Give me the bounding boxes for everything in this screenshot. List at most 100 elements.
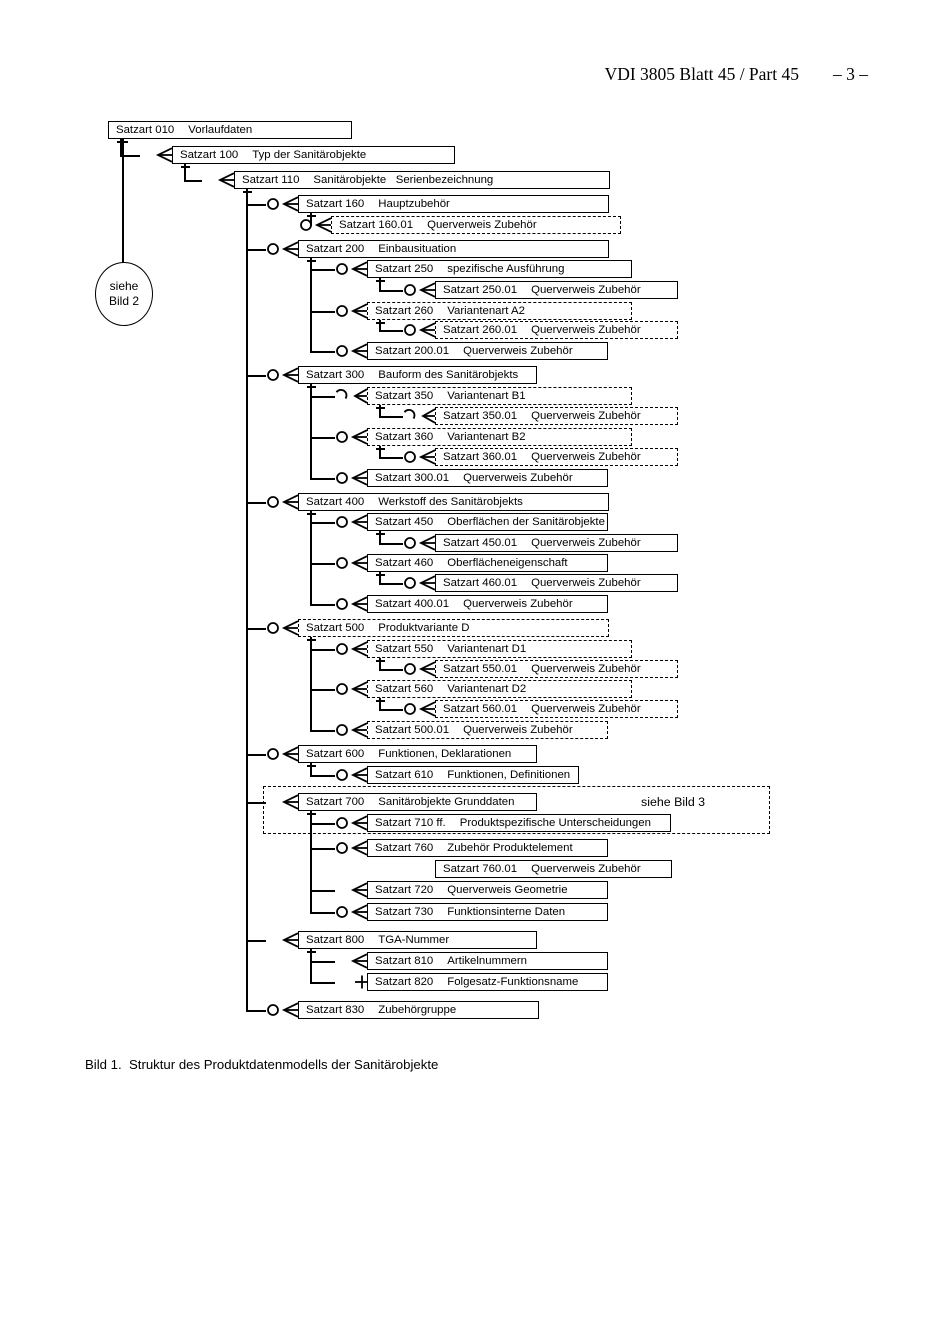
node-code: Satzart 110 [242,174,300,186]
edge-horizontal-n30001 [310,478,335,480]
edge-horizontal-n760 [310,848,335,850]
connector-circlefoot-n450 [333,514,368,530]
edge-horizontal-n50001 [310,730,335,732]
figure-caption: Bild 1. Struktur des Produktdatenmodells… [85,1057,439,1072]
node-label: Typ der Sanitärobjekte [252,149,367,161]
edge-horizontal-n350 [310,396,335,398]
node-code: Satzart 500 [306,622,365,634]
connector-cross-n820 [333,974,367,989]
node-satzart-100[interactable]: Satzart 100 Typ der Sanitärobjekte [172,146,455,164]
node-code: Satzart 100 [180,149,239,161]
edge-vertical-n16001 [310,213,312,226]
node-label: Folgesatz-Funktionsname [447,976,579,988]
connector-circlefoot-n26001 [401,322,436,338]
connector-hookfoot-n350 [333,388,368,404]
node-label: Funktionsinterne Daten [447,906,566,918]
edge-tee-n25001 [376,280,385,282]
edge-vertical-n30001 [310,384,312,479]
connector-circlefoot-n360 [333,429,368,445]
node-code: Satzart 610 [375,769,434,781]
node-label: Oberflächen der Sanitärobjekte [447,516,605,528]
node-code: Satzart 300 [306,369,365,381]
connector-circlefoot-n500 [264,620,299,636]
node-code: Satzart 460 [375,557,434,569]
ellipse-stem-line [122,138,124,264]
node-code: Satzart 720 [375,884,434,896]
edge-tee-n45001 [376,533,385,535]
node-code: Satzart 600 [306,748,365,760]
node-satzart-710[interactable]: Satzart 710 ff.Produktspezifische Unters… [367,814,671,832]
connector-circlefoot-n30001 [333,470,368,486]
node-label: Vorlaufdaten [188,124,253,136]
edge-tee-n26001 [376,322,385,324]
edge-horizontal-n710 [310,823,335,825]
connector-circlefoot-n760 [333,840,368,856]
edge-tee-n20001 [307,260,316,262]
edge-vertical-n20001 [310,258,312,352]
node-label: Zubehörgruppe [378,1004,457,1016]
edge-vertical-n36001 [379,446,381,458]
node-label: Artikelnummern [447,955,528,967]
node-label: Einbausituation [378,243,457,255]
connector-foot-n720 [333,882,368,898]
edge-horizontal-n260 [310,311,335,313]
edge-tee-n50001 [307,639,316,641]
node-code: Satzart 800 [306,934,365,946]
connector-foot-n110 [200,172,235,188]
node-code: Satzart 400 [306,496,365,508]
node-label: Variantenart D1 [447,643,527,655]
connector-circlefoot-n200 [264,241,299,257]
node-code: Satzart 160 [306,198,365,210]
connector-circlefoot-n40001 [333,596,368,612]
edge-tee-n16001 [307,215,316,217]
connector-circlefoot-n300 [264,367,299,383]
edge-horizontal-n730 [310,912,335,914]
edge-horizontal-n800 [246,940,266,942]
edge-tee-n610 [307,765,316,767]
page-number: – 3 – [833,64,868,84]
node-code: Satzart 250 [375,263,434,275]
edge-tee-n820 [307,951,316,953]
edge-horizontal-n720 [310,890,335,892]
